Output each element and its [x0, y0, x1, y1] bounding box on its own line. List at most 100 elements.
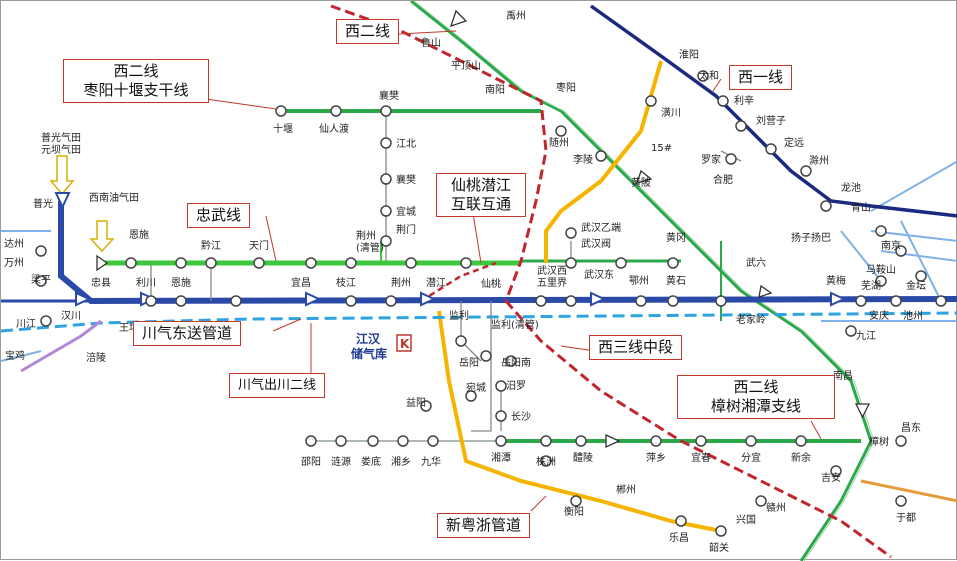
callout-xi3-mid: 西三线中段	[589, 335, 683, 360]
label-chenzhou: 郴州	[616, 483, 636, 496]
label-huanggang: 黄冈	[666, 231, 686, 244]
label-zhijiang: 枝江	[336, 276, 356, 289]
label-chuzhou: 滁州	[809, 154, 829, 167]
label-pulguang: 普光	[33, 197, 53, 210]
xi2-red-dashed-pipeline	[330, 4, 548, 302]
label-lianyuan: 涟源	[331, 455, 351, 468]
label-yangzi: 扬子扬巴	[791, 231, 831, 244]
callout-xi2-zhangshu: 西二线 樟树湘潭支线	[677, 375, 835, 419]
label-lixin: 利辛	[734, 94, 754, 107]
label-wancheng: 宛城	[466, 381, 486, 394]
label-qingshan: 青山	[851, 201, 871, 214]
label-fenyi: 分宜	[741, 451, 761, 464]
xi2-pipeline-main-outline	[413, 1, 875, 561]
label-nanchang: 南昌	[833, 369, 853, 382]
label-xinyu: 新余	[791, 451, 811, 464]
purple-pipe-west	[20, 319, 102, 373]
label-wuhu: 芜湖	[861, 279, 881, 292]
label-xiangyang2: 襄樊	[396, 173, 416, 186]
callout-xi2-zaoyang-line2: 枣阳十堰支干线	[83, 81, 189, 99]
chuanqi-chuchuan-2-pipeline	[1, 311, 957, 333]
label-longchi: 龙池	[841, 181, 861, 194]
label-jian: 吉安	[821, 471, 841, 484]
label-zhangshu: 樟树	[869, 435, 889, 448]
label-suizhou: 随州	[549, 136, 569, 149]
label-fuling: 涪陵	[86, 351, 106, 364]
label-shaoyang: 邵阳	[301, 456, 321, 468]
label-yichun: 宜春	[691, 451, 711, 464]
label-xiantao: 仙桃	[481, 277, 501, 290]
label-chizhou: 池州	[903, 309, 923, 322]
valve-markers-green	[96, 9, 871, 449]
label-qian15: 15#	[651, 143, 672, 154]
callout-xiantao: 仙桃潜江 互联互通	[436, 173, 526, 217]
label-lechang: 乐昌	[669, 532, 689, 544]
label-liuzhuangzi: 刘营子	[756, 114, 786, 127]
label-yueyang: 岳阳	[459, 357, 479, 369]
callout-chuanqi-dong: 川气东送管道	[133, 321, 242, 346]
label-nanjing: 南京	[881, 239, 901, 252]
label-yuanba: 元坝气田	[41, 143, 81, 156]
label-zaoyang: 枣阳	[556, 82, 576, 94]
label-shaoguan: 韶关	[709, 541, 729, 554]
compressor-markers	[54, 192, 847, 307]
label-qianjiang: 潜江	[426, 276, 446, 289]
svg-text:K: K	[400, 337, 410, 351]
label-jianli: 监利(清管)	[491, 318, 539, 331]
callout-xi1: 西一线	[729, 65, 793, 90]
label-laojialing: 老家岭	[736, 313, 766, 326]
label-dingyuan: 定远	[784, 136, 804, 149]
label-enshi: 恩施	[171, 276, 191, 289]
label-pingdingshan: 平顶山	[451, 60, 481, 72]
label-hefei: 合肥	[713, 173, 733, 186]
label-wanzhou: 万州	[4, 257, 24, 269]
station-labels: 十堰 仙人渡 襄樊 江北 襄樊 宜城 荆门 荆州 (清管) 枣阳 随州 李陵 黄…	[4, 9, 926, 554]
label-yueyangnan: 岳阳南	[501, 356, 531, 369]
storage-label-1: 江汉	[356, 331, 381, 346]
callout-leaders	[205, 30, 822, 512]
label-ezhou: 鄂州	[629, 275, 649, 287]
label-wuchang: 武汉西	[537, 264, 567, 277]
label-yicheng: 宜城	[396, 205, 416, 218]
label-jingzhou-q: 荆州	[356, 229, 376, 242]
storage-label-2: 储气库	[351, 346, 387, 361]
label-maanshan: 马鞍山	[866, 263, 896, 276]
label-baxian: 宝鸡	[5, 349, 25, 362]
label-xianrendu: 仙人渡	[319, 122, 349, 135]
label-changdong: 昌东	[901, 421, 921, 434]
label-huangshi: 黄石	[666, 274, 686, 287]
callout-xi2-top: 西二线	[336, 19, 400, 44]
label-hanchuan: 汉川	[61, 310, 81, 322]
xi3-mid-red-dashed-pipeline	[504, 300, 892, 559]
label-wuliu: 武六	[746, 256, 766, 269]
label-xinan: 西南油气田	[89, 191, 139, 204]
label-chuanjiang: 川江	[16, 318, 36, 330]
label-tianmen: 天门	[249, 239, 269, 252]
label-liling: 醴陵	[573, 452, 593, 464]
callout-xiantao-line1: 仙桃潜江	[450, 176, 511, 194]
label-qianli: 监利	[449, 309, 469, 322]
callout-chuanqi-chu: 川气出川二线	[229, 373, 326, 398]
callout-xi2-zaoyang-line1: 西二线	[113, 62, 159, 80]
xinyuezhe-south	[437, 310, 722, 533]
label-hengyang: 衡阳	[564, 506, 584, 518]
label-yuzhou: 禹州	[506, 9, 526, 22]
label-xiangtan: 湘潭	[491, 451, 511, 464]
label-huaiyang: 淮阳	[679, 49, 699, 61]
label-jiuhua: 九华	[421, 455, 441, 468]
label-huangpo: 黄陂	[631, 176, 651, 189]
label-nanyang: 南阳	[485, 83, 505, 96]
label-jingmen: 荆门	[396, 223, 416, 236]
callout-zhongwu: 忠武线	[187, 203, 251, 228]
label-taihe: 太和	[699, 69, 719, 82]
label-jingzhou: 荆州	[391, 276, 411, 289]
orange-pipe-se	[860, 479, 957, 503]
label-pingxiang: 萍乡	[646, 452, 666, 464]
label-miluo: 汨罗	[506, 379, 526, 392]
callout-xinyuezhe: 新粤浙管道	[437, 513, 531, 538]
label-enshi-q: 恩施	[129, 228, 149, 241]
label-qianjiang-cq: 黔江	[201, 239, 221, 252]
label-changsha: 长沙	[511, 411, 531, 423]
